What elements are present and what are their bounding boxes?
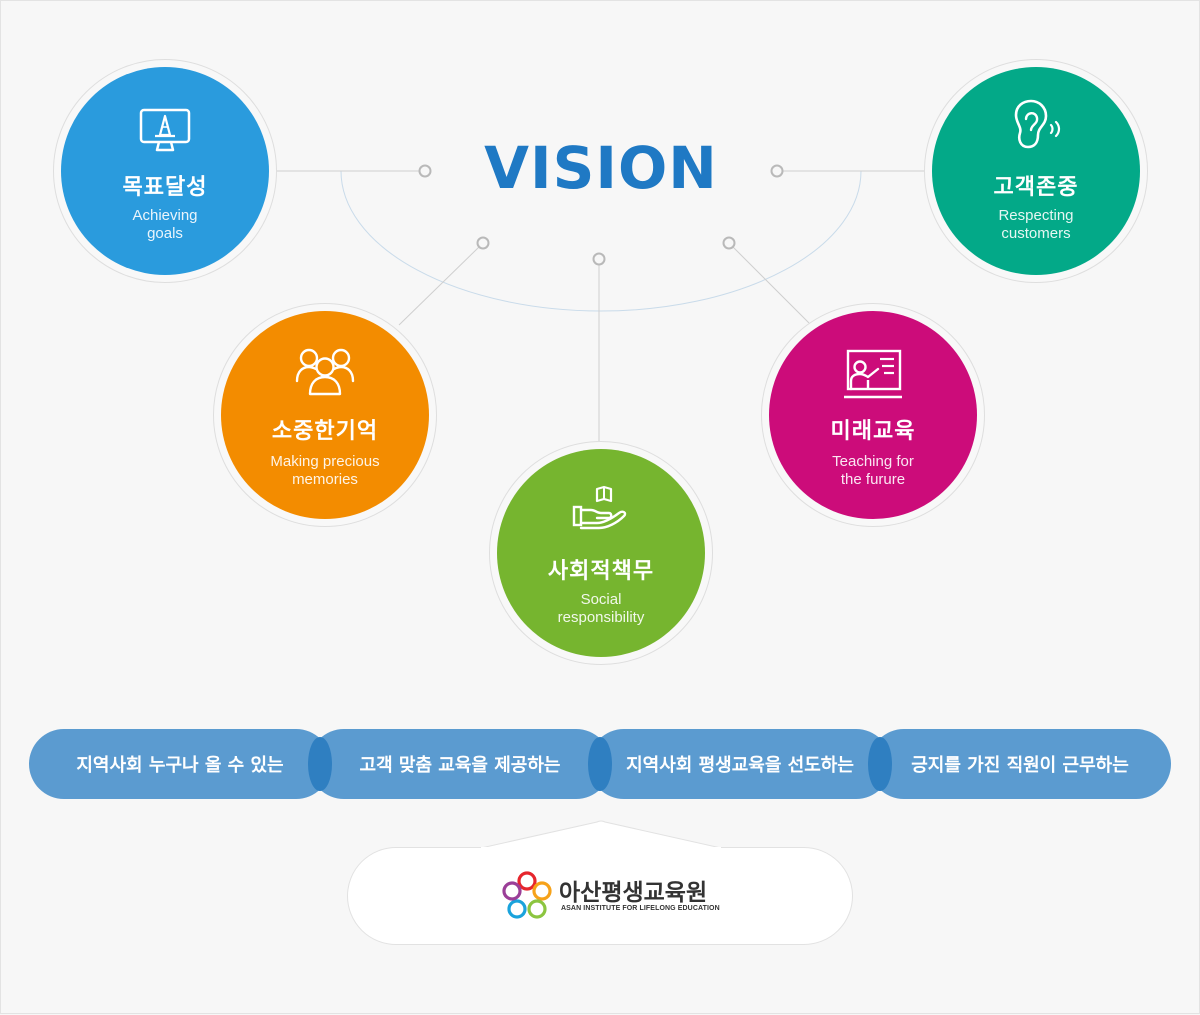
connector-memories — [398, 246, 480, 326]
vision-title: VISION — [484, 134, 718, 202]
mission-text: 지역사회 평생교육을 선도하는 — [626, 755, 854, 776]
connector-dot — [770, 164, 784, 178]
value-circle-customers: 고객존중 Respecting customers — [932, 67, 1140, 275]
value-title: 소중한기억 — [271, 419, 379, 444]
mission-pill-2: 고객 맞춤 교육을 제공하는 — [309, 729, 611, 799]
ear-icon — [1014, 99, 1061, 149]
connector-dot — [476, 236, 490, 250]
pill-overlap — [588, 737, 612, 791]
value-title: 목표달성 — [122, 175, 208, 200]
value-circle-goals: 목표달성 Achieving goals — [61, 67, 269, 275]
people-group-icon — [295, 348, 355, 396]
value-circle-social: 사회적책무 Social responsibility — [497, 449, 705, 657]
value-title: 미래교육 — [830, 419, 916, 444]
logo-box — [347, 847, 853, 945]
pill-overlap — [868, 737, 892, 791]
mission-pill-4: 긍지를 가진 직원이 근무하는 — [869, 729, 1171, 799]
vision-arc — [340, 170, 862, 312]
value-title: 고객존중 — [993, 175, 1079, 200]
value-subtitle: Achieving goals — [132, 207, 198, 242]
value-subtitle: Teaching for the furure — [832, 453, 914, 488]
mission-text: 지역사회 누구나 올 수 있는 — [76, 755, 284, 776]
connector-dot — [418, 164, 432, 178]
value-circle-future: 미래교육 Teaching for the furure — [769, 311, 977, 519]
logo-emblem-icon — [502, 871, 552, 919]
pill-overlap — [308, 737, 332, 791]
connector-future — [732, 246, 810, 324]
logo-name-en: ASAN INSTITUTE FOR LIFELONG EDUCATION — [561, 905, 720, 912]
value-title: 사회적책무 — [547, 559, 655, 584]
mission-text: 긍지를 가진 직원이 근무하는 — [911, 755, 1129, 776]
value-subtitle: Making precious memories — [270, 453, 380, 488]
monitor-pencil-icon — [139, 108, 191, 152]
logo-name-ko: 아산평생교육원 — [559, 880, 708, 906]
hand-book-icon — [572, 485, 627, 530]
value-subtitle: Respecting customers — [998, 207, 1074, 242]
logo-pointer — [481, 820, 721, 849]
value-subtitle: Social responsibility — [557, 591, 645, 626]
connector-dot — [722, 236, 736, 250]
mission-pill-3: 지역사회 평생교육을 선도하는 — [589, 729, 891, 799]
mission-pill-1: 지역사회 누구나 올 수 있는 — [29, 729, 331, 799]
connector-dot — [592, 252, 606, 266]
value-circle-memories: 소중한기억 Making precious memories — [221, 311, 429, 519]
teacher-board-icon — [844, 349, 902, 399]
mission-text: 고객 맞춤 교육을 제공하는 — [359, 755, 561, 776]
